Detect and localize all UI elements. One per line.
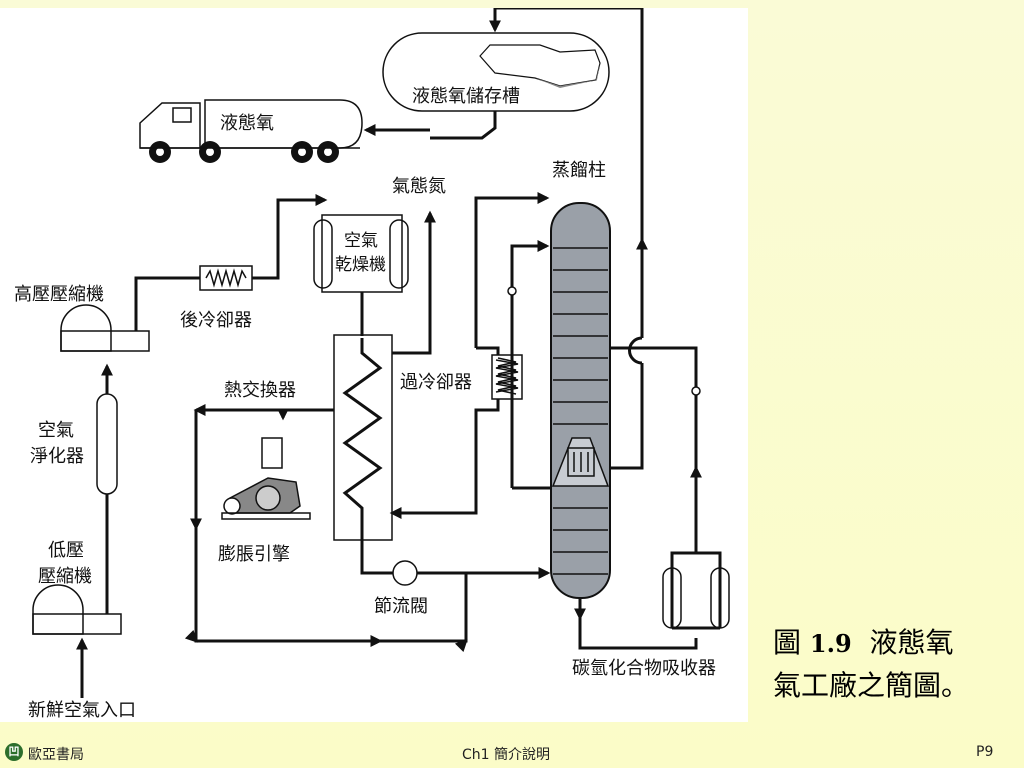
caption-line-1: 圖 1.9 液態氧 [773, 622, 1018, 665]
footer-publisher: 歐亞書局 [28, 747, 84, 763]
subcooler [491, 354, 523, 400]
throttle-valve [392, 560, 418, 586]
air-dryer [313, 214, 409, 293]
absorber-label: 碳氫化合物吸收器 [572, 658, 716, 679]
lp-compressor [32, 584, 122, 635]
footer-chapter: Ch1 簡介說明 [462, 747, 551, 763]
heat-exchanger-label: 熱交換器 [224, 380, 296, 401]
hydrocarbon-absorber [662, 551, 730, 630]
fresh-air-inlet-label: 新鮮空氣入口 [28, 700, 136, 721]
footer-page-number: P9 [976, 744, 994, 760]
lox-tank-label: 液態氧儲存槽 [412, 86, 520, 107]
hp-compressor-label: 高壓壓縮機 [14, 284, 104, 305]
column-label: 蒸餾柱 [552, 160, 606, 181]
truck-label: 液態氧 [220, 113, 274, 134]
purifier-label-1: 空氣 [38, 420, 74, 441]
air-dryer-label-2: 乾燥機 [335, 255, 386, 275]
figure-caption: 圖 1.9 液態氧 氣工廠之簡圖。 [773, 622, 1018, 707]
gas-nitrogen-label: 氣態氮 [392, 176, 446, 197]
caption-prefix: 圖 [773, 626, 810, 659]
expansion-engine-label: 膨脹引擎 [218, 544, 290, 565]
lp-compressor-label-1: 低壓 [48, 540, 84, 561]
aftercooler [199, 265, 253, 291]
main-heat-exchanger [333, 334, 393, 541]
diagram-panel: 液態氧儲存槽 液態氧 氣態氮 蒸餾柱 空氣 乾燥機 高壓壓縮機 後冷卻器 過冷卻… [0, 8, 748, 722]
publisher-logo-icon: 凹 [5, 743, 23, 761]
caption-number: 1.9 [809, 629, 852, 658]
distillation-column [550, 202, 611, 599]
subcooler-label: 過冷卻器 [400, 372, 472, 393]
lp-compressor-label-2: 壓縮機 [38, 566, 92, 587]
purifier-vessel [96, 393, 118, 495]
throttle-valve-label: 節流閥 [374, 596, 428, 617]
caption-title-2: 氣工廠之簡圖。 [773, 669, 970, 702]
aftercooler-label: 後冷卻器 [180, 310, 252, 331]
caption-title-1: 液態氧 [869, 626, 954, 659]
expansion-engine [221, 437, 311, 520]
air-dryer-label-1: 空氣 [344, 231, 378, 251]
purifier-label-2: 淨化器 [30, 446, 84, 467]
lox-tanker-truck [139, 99, 363, 163]
hp-compressor [60, 304, 150, 352]
